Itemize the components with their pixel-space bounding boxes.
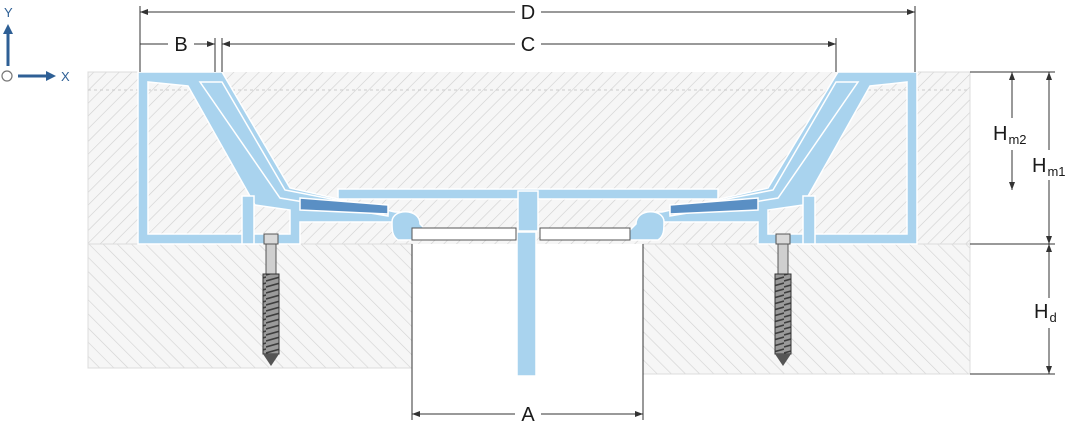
- label-Hm2: Hm2: [993, 123, 1027, 147]
- label-C: C: [521, 34, 535, 56]
- left-slide-bar: [411, 227, 517, 241]
- screw-right: [774, 233, 792, 366]
- x-axis-arrow-icon: [46, 71, 56, 81]
- axis-indicator: Y X: [1, 5, 70, 84]
- screw-left: [262, 233, 280, 366]
- left-cover: [299, 197, 389, 215]
- right-cover: [669, 197, 759, 215]
- floor-finish-left: [87, 71, 141, 245]
- x-axis-label: X: [61, 69, 70, 84]
- right-web: [802, 195, 816, 245]
- y-axis-label: Y: [4, 5, 13, 20]
- label-Hd: Hd: [1034, 301, 1057, 325]
- right-slide-bar: [539, 227, 631, 241]
- center-fin: [516, 231, 537, 377]
- center-stem: [517, 190, 539, 232]
- joint-profile: [137, 71, 918, 377]
- label-A: A: [521, 404, 535, 426]
- slab-right: [642, 243, 971, 375]
- label-D: D: [521, 2, 535, 24]
- label-Hm1: Hm1: [1032, 155, 1066, 179]
- slab-left: [87, 243, 413, 369]
- y-axis-arrow-icon: [3, 24, 13, 34]
- label-B: B: [174, 34, 187, 56]
- left-web: [241, 195, 255, 245]
- dimension-arrows: [140, 9, 1052, 417]
- floor-finish-right: [914, 71, 971, 245]
- origin-icon: [1, 70, 13, 82]
